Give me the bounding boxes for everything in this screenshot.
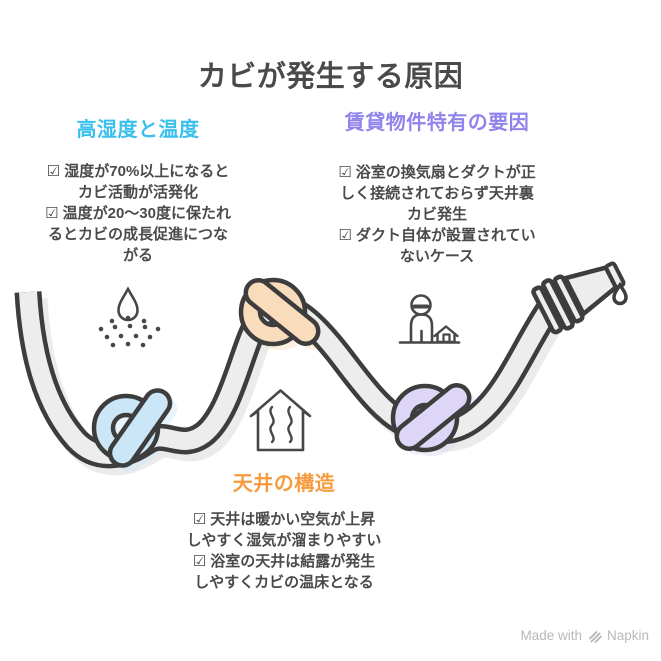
- checklist-item: ☑ 浴室の天井は結露が発生しやすくカビの温床となる: [192, 553, 376, 591]
- section-rental: 賃貸物件特有の要因 ☑ 浴室の換気扇とダクトが正しく接続されておらず天井裏カビ発…: [337, 109, 537, 267]
- humidity-knot: [91, 388, 173, 468]
- checklist-item: ☑ ダクト自体が設置されていないケース: [338, 227, 536, 265]
- made-with-label: Made with: [520, 628, 582, 643]
- drip-droplet: [612, 281, 628, 306]
- made-with-napkin-credit: Made with Napkin: [520, 628, 649, 643]
- ceiling-knot: [238, 277, 321, 347]
- steam-house-icon: [249, 389, 312, 452]
- checklist-item: ☑ 温度が20〜30度に保たれるとカビの成長促進につながる: [45, 205, 231, 264]
- section-ceiling: 天井の構造 ☑ 天井は暖かい空気が上昇しやすく湿気が溜まりやすい ☑ 浴室の天井…: [186, 470, 382, 593]
- page-title: カビが発生する原因: [197, 61, 464, 94]
- section-title-humidity: 高湿度と温度: [76, 119, 200, 141]
- section-items-humidity: ☑ 湿度が70%以上になるとカビ活動が活発化 ☑ 温度が20〜30度に保たれると…: [45, 161, 231, 266]
- checklist-item: ☑ 浴室の換気扇とダクトが正しく接続されておらず天井裏カビ発生: [338, 164, 536, 223]
- checklist-item: ☑ 天井は暖かい空気が上昇しやすく湿気が溜まりやすい: [186, 511, 382, 549]
- rental-knot: [390, 383, 472, 453]
- water-drop-spray-icon: [98, 286, 161, 348]
- tenant-house-icon: [398, 294, 461, 344]
- checklist-item: ☑ 湿度が70%以上になるとカビ活動が活発化: [46, 163, 230, 201]
- section-title-ceiling: 天井の構造: [232, 473, 336, 495]
- dripping-nozzle-icon: [531, 261, 628, 335]
- section-humidity: 高湿度と温度 ☑ 湿度が70%以上になるとカビ活動が活発化 ☑ 温度が20〜30…: [45, 116, 231, 266]
- napkin-logo-icon: [587, 629, 602, 643]
- spray-dots: [98, 315, 161, 348]
- section-items-ceiling: ☑ 天井は暖かい空気が上昇しやすく湿気が溜まりやすい ☑ 浴室の天井は結露が発生…: [186, 509, 382, 593]
- section-items-rental: ☑ 浴室の換気扇とダクトが正しく接続されておらず天井裏カビ発生 ☑ ダクト自体が…: [337, 162, 537, 267]
- section-title-rental: 賃貸物件特有の要因: [344, 112, 530, 134]
- napkin-brand-label: Napkin: [606, 628, 649, 643]
